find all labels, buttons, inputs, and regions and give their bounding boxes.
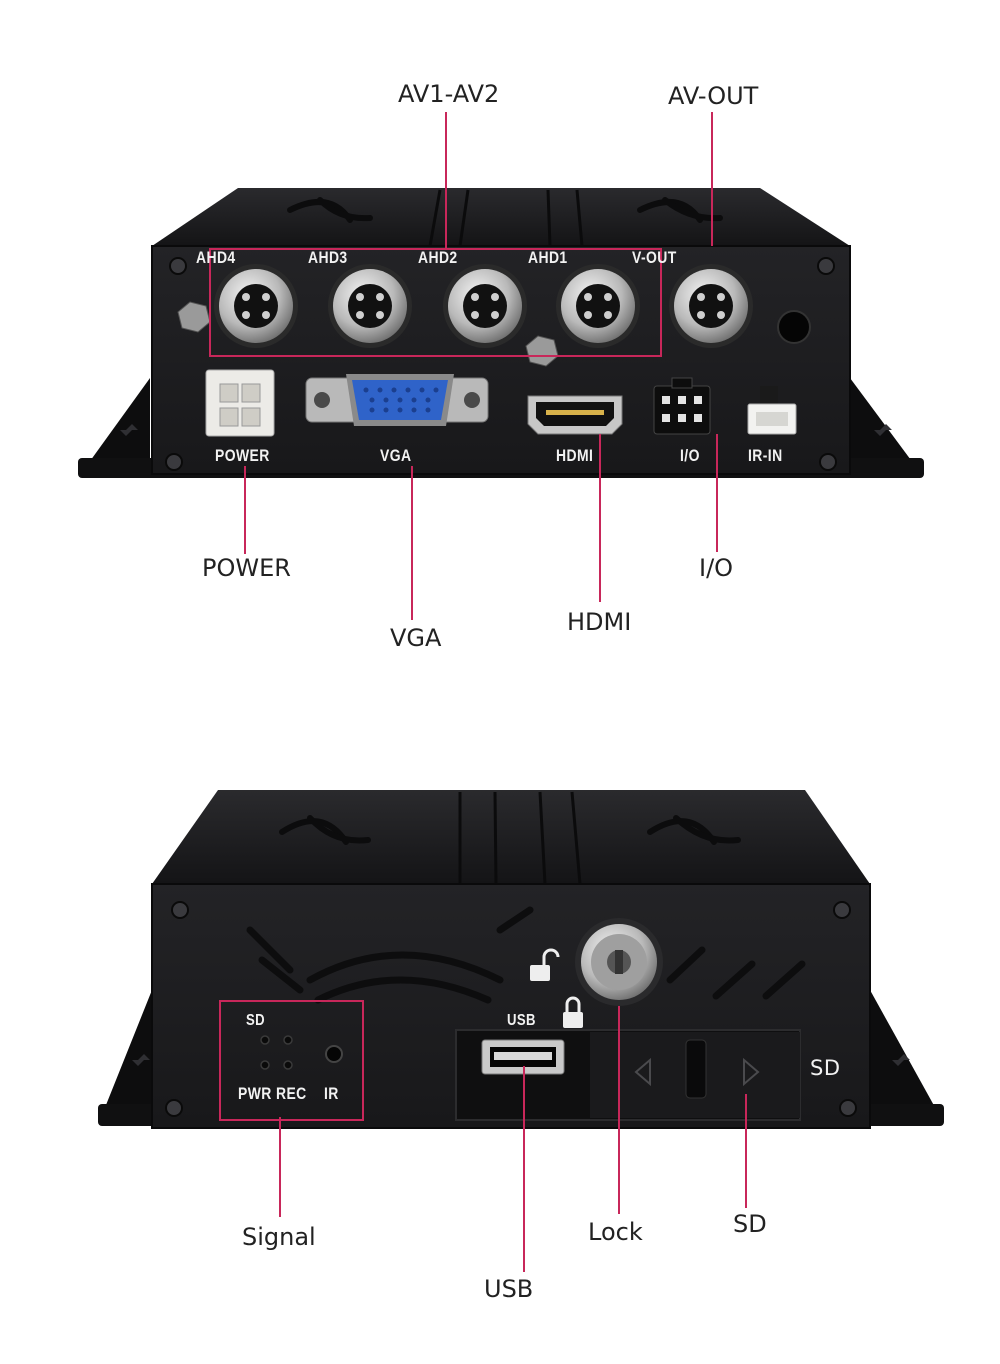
silk-hdmi: HDMI bbox=[556, 446, 594, 465]
silk-io: I/O bbox=[680, 446, 700, 465]
screw-icon bbox=[165, 257, 837, 471]
silk-ahd3: AHD3 bbox=[308, 248, 348, 267]
callout-line-signal bbox=[279, 1117, 281, 1217]
callout-line-hdmi bbox=[599, 434, 601, 602]
ir-sensor-icon bbox=[325, 1045, 343, 1063]
callout-hdmi: HDMI bbox=[567, 608, 632, 636]
vga-port-icon bbox=[305, 374, 489, 426]
flange-slot-icon bbox=[108, 424, 892, 436]
signal-leds-highlight-box bbox=[219, 1000, 364, 1121]
callout-line-lock bbox=[618, 1006, 620, 1214]
silk-usb: USB bbox=[507, 1012, 536, 1029]
callout-line-usb bbox=[523, 1066, 525, 1272]
silk-ir-in: IR-IN bbox=[748, 446, 783, 465]
silk-ahd4: AHD4 bbox=[196, 248, 236, 267]
ir-in-connector-icon bbox=[747, 386, 797, 435]
callout-line-av-out bbox=[711, 112, 713, 246]
silk-rec: REC bbox=[276, 1084, 307, 1103]
callout-line-sd bbox=[745, 1094, 747, 1208]
callout-av1-av2: AV1-AV2 bbox=[398, 80, 500, 108]
unlocked-icon bbox=[530, 948, 560, 981]
silk-ahd2: AHD2 bbox=[418, 248, 458, 267]
callout-line-vga bbox=[411, 466, 413, 620]
silk-power: POWER bbox=[215, 446, 270, 465]
silk-sd-slot: SD bbox=[810, 1056, 841, 1080]
silk-ahd1: AHD1 bbox=[528, 248, 568, 267]
callout-io: I/O bbox=[699, 554, 734, 582]
hdmi-port-icon bbox=[527, 395, 623, 435]
sd-latch-icon bbox=[685, 1039, 707, 1099]
key-lock-icon bbox=[575, 918, 663, 1006]
callout-line-io bbox=[716, 434, 718, 552]
silk-pwr: PWR bbox=[238, 1084, 272, 1103]
callout-av-out: AV-OUT bbox=[668, 82, 759, 110]
sd-eject-arrows-icon bbox=[634, 1057, 760, 1087]
aviation-connectors bbox=[214, 264, 753, 348]
silk-vga: VGA bbox=[380, 446, 412, 465]
silk-v-out: V-OUT bbox=[632, 248, 677, 267]
power-connector-icon bbox=[205, 369, 275, 437]
usb-port-icon bbox=[481, 1039, 565, 1075]
callout-line-av1-av2 bbox=[445, 112, 447, 250]
av-inputs-highlight-box bbox=[209, 248, 662, 357]
callout-lock: Lock bbox=[588, 1218, 643, 1246]
callout-power: POWER bbox=[202, 554, 291, 582]
callout-signal: Signal bbox=[242, 1223, 316, 1251]
locked-icon bbox=[563, 996, 583, 1028]
status-led-icons bbox=[260, 1035, 293, 1070]
callout-vga: VGA bbox=[390, 624, 442, 652]
callout-usb: USB bbox=[484, 1275, 534, 1303]
silk-sd-led: SD bbox=[246, 1012, 266, 1029]
callout-sd: SD bbox=[733, 1210, 767, 1238]
callout-line-power bbox=[244, 466, 246, 554]
io-connector-icon bbox=[653, 377, 711, 435]
silk-ir: IR bbox=[324, 1084, 339, 1103]
